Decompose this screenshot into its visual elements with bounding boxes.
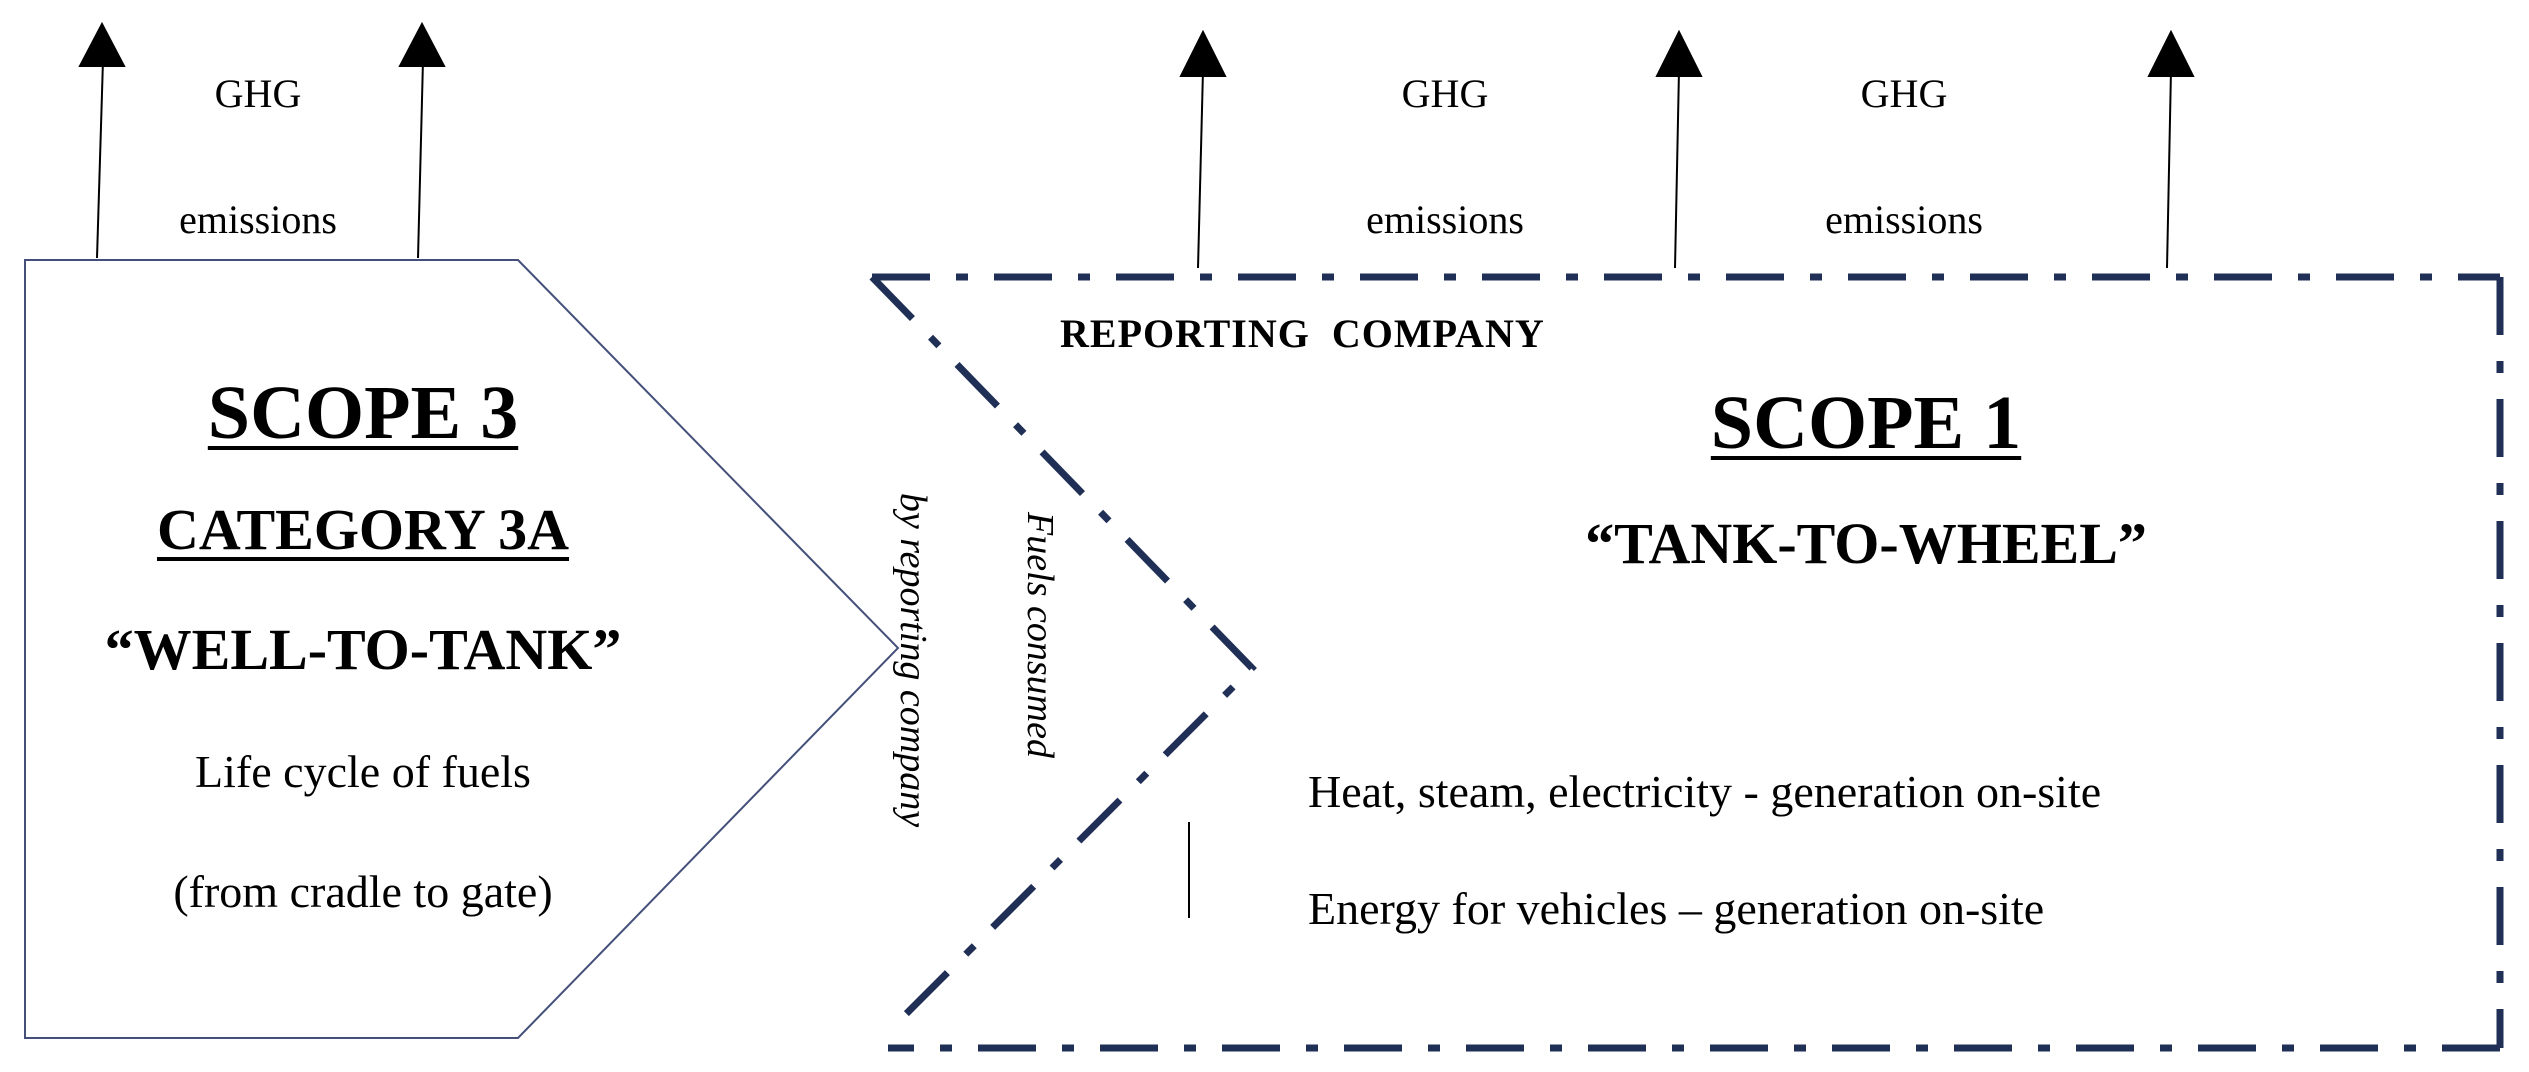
reporting-company-label: REPORTING COMPANY <box>1060 311 1545 356</box>
arrow-up-icon <box>398 21 446 259</box>
scope1-item-energy-vehicles: Energy for vehicles – generation on-site <box>1308 883 2045 934</box>
ghg-label: GHG <box>214 71 302 116</box>
scope3-title: SCOPE 3 <box>207 371 519 455</box>
fuels-consumed-label: Fuels consumed <box>1019 512 1061 758</box>
arrow-up-icon <box>2147 29 2195 269</box>
emissions-label: emissions <box>179 197 337 242</box>
ghg-label: GHG <box>1860 71 1948 116</box>
arrow-up-icon <box>1655 29 1703 269</box>
scope1-item-heat-steam-electricity: Heat, steam, electricity - generation on… <box>1308 766 2102 817</box>
emissions-label: emissions <box>1825 197 1983 242</box>
emissions-label: emissions <box>1366 197 1524 242</box>
scope3-category: CATEGORY 3A <box>156 497 570 562</box>
scope1-subtitle: “TANK-TO-WHEEL” <box>1585 511 2147 576</box>
reporting-company-boundary <box>869 273 2504 1052</box>
scope3-description-line2: (from cradle to gate) <box>173 866 553 917</box>
emission-arrows <box>78 21 2195 269</box>
by-reporting-company-label: by reporting company <box>892 492 934 828</box>
scope1-title: SCOPE 1 <box>1710 381 2022 465</box>
scope3-subtitle: “WELL-TO-TANK” <box>104 617 622 682</box>
scope3-shape <box>24 259 900 1039</box>
arrow-up-icon <box>1179 29 1227 269</box>
scope3-description-line1: Life cycle of fuels <box>195 746 531 797</box>
ghg-label: GHG <box>1401 71 1489 116</box>
arrow-up-icon <box>78 21 126 259</box>
